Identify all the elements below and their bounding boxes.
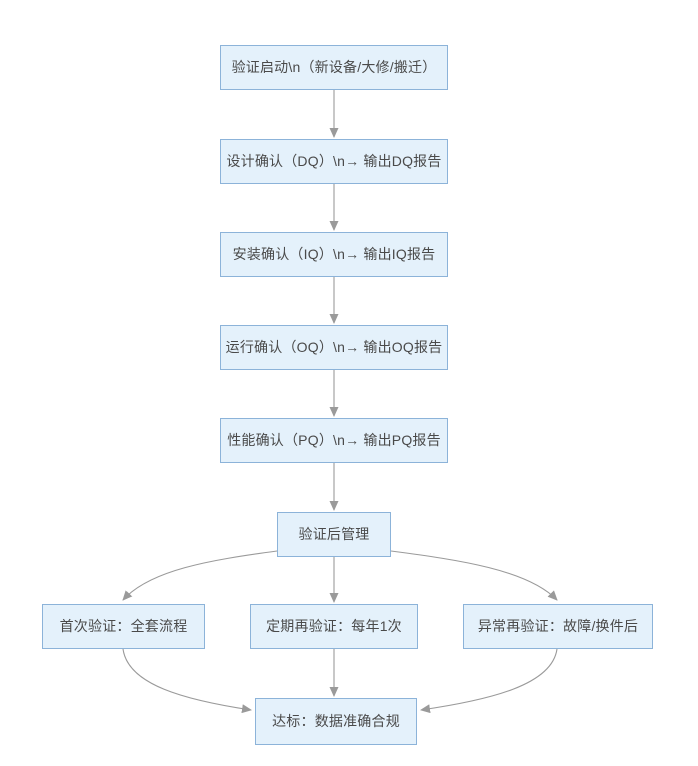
node-pq[interactable]: 性能确认（PQ）\n→ 输出PQ报告	[220, 418, 448, 463]
node-periodic-revalidation-label: 定期再验证：每年1次	[266, 618, 402, 635]
node-iq[interactable]: 安装确认（IQ）\n→ 输出IQ报告	[220, 232, 448, 277]
node-first-validation-label: 首次验证：全套流程	[59, 618, 188, 635]
node-pq-label: 性能确认（PQ）\n→ 输出PQ报告	[227, 432, 441, 449]
node-start[interactable]: 验证启动\n（新设备/大修/搬迁）	[220, 45, 448, 90]
node-oq[interactable]: 运行确认（OQ）\n→ 输出OQ报告	[220, 325, 448, 370]
node-oq-label: 运行确认（OQ）\n→ 输出OQ报告	[225, 339, 443, 356]
node-dq[interactable]: 设计确认（DQ）\n→ 输出DQ报告	[220, 139, 448, 184]
node-start-label: 验证启动\n（新设备/大修/搬迁）	[231, 59, 437, 76]
node-dq-label: 设计确认（DQ）\n→ 输出DQ报告	[226, 153, 442, 170]
node-abnormal-revalidation-label: 异常再验证：故障/换件后	[477, 618, 639, 635]
edge-first-goal	[122, 648, 252, 714]
edge-abnormal-goal	[420, 648, 558, 714]
edge-post-first	[122, 550, 278, 601]
node-periodic-revalidation[interactable]: 定期再验证：每年1次	[250, 604, 418, 649]
node-post-validation-management[interactable]: 验证后管理	[277, 512, 391, 557]
node-goal[interactable]: 达标：数据准确合规	[255, 698, 417, 745]
edge-post-abnormal	[390, 550, 558, 601]
node-first-validation[interactable]: 首次验证：全套流程	[42, 604, 205, 649]
node-goal-label: 达标：数据准确合规	[272, 713, 400, 730]
node-abnormal-revalidation[interactable]: 异常再验证：故障/换件后	[463, 604, 653, 649]
node-post-validation-management-label: 验证后管理	[298, 526, 370, 543]
node-iq-label: 安装确认（IQ）\n→ 输出IQ报告	[232, 246, 436, 263]
